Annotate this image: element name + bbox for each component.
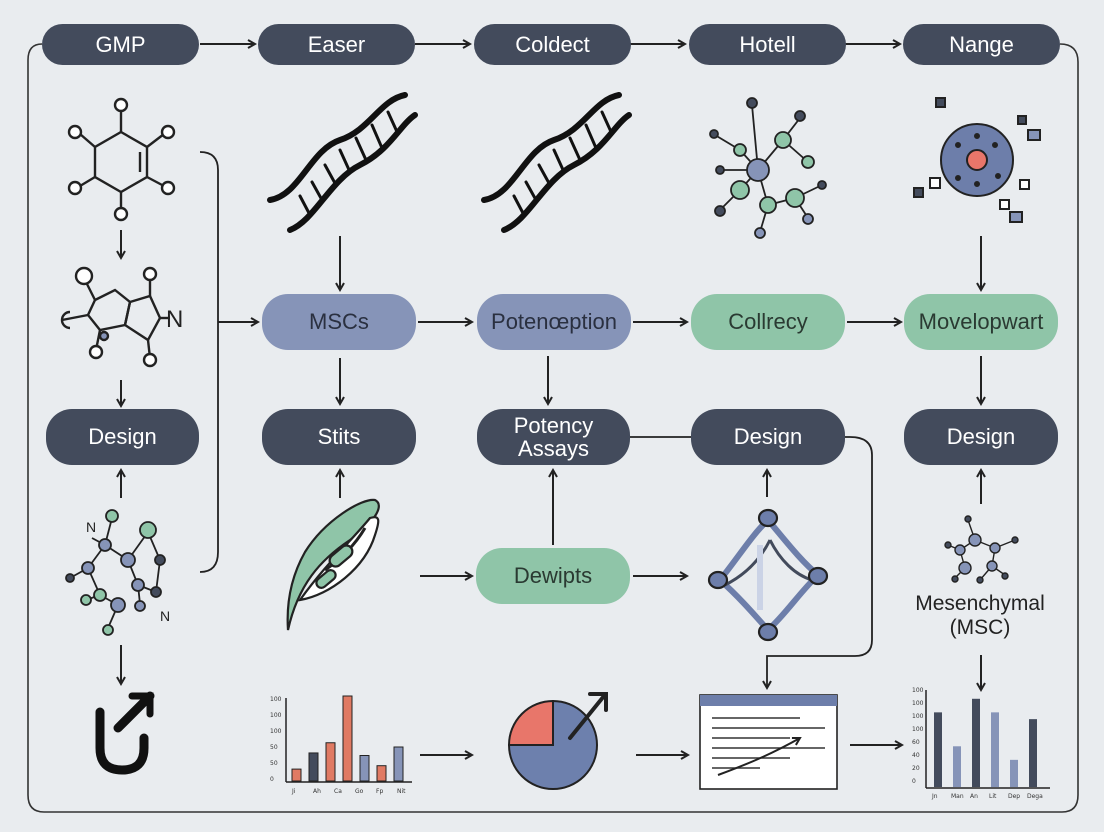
chart2-bar bbox=[953, 746, 961, 787]
dna-helix-icon-1 bbox=[267, 92, 418, 233]
export-icon bbox=[95, 691, 155, 775]
nitrogen-label-2: N bbox=[86, 519, 97, 535]
top-step-coldect[interactable]: Coldect bbox=[474, 24, 631, 65]
stits-node[interactable]: Stits bbox=[262, 409, 416, 465]
chart2-xtick: Dega bbox=[1027, 793, 1043, 800]
top-step-gmp[interactable]: GMP bbox=[42, 24, 199, 65]
movelopwart-node[interactable]: Movelopwart bbox=[904, 294, 1058, 350]
top-step-hotell[interactable]: Hotell bbox=[689, 24, 846, 65]
dewipts-node[interactable]: Dewipts bbox=[476, 548, 630, 604]
vertical-arrows bbox=[121, 230, 981, 690]
chart2-xtick: Man bbox=[951, 793, 964, 800]
chart2-ytick: 100 bbox=[912, 726, 924, 733]
chart1-xtick: Nit bbox=[397, 788, 406, 795]
potency-assays-node[interactable]: Potency Assays bbox=[477, 409, 630, 465]
design-node-right[interactable]: Design bbox=[904, 409, 1058, 465]
dna-helix-icon-2 bbox=[481, 92, 632, 233]
potenception-node[interactable]: Potenœption bbox=[477, 294, 631, 350]
chart2-bar bbox=[934, 712, 942, 787]
right-connector bbox=[630, 436, 873, 688]
cell-icon bbox=[913, 97, 1041, 223]
report-window-icon bbox=[699, 694, 838, 790]
chart1-bar bbox=[291, 768, 302, 782]
chart2-bar bbox=[1029, 719, 1037, 787]
chart2-ytick: 40 bbox=[912, 752, 920, 759]
chart2-ytick: 100 bbox=[912, 700, 924, 707]
chart1-bar bbox=[342, 695, 353, 782]
pie-slice bbox=[507, 699, 598, 790]
chart2-ytick: 100 bbox=[912, 687, 924, 694]
cell-network-icon bbox=[709, 97, 827, 239]
mscs-node[interactable]: MSCs bbox=[262, 294, 416, 350]
mesenchymal-label: Mesenchymal (MSC) bbox=[915, 592, 1045, 640]
chart1-xtick: Ah bbox=[313, 788, 321, 795]
chart1-bar bbox=[359, 755, 370, 782]
chart2-ytick: 100 bbox=[912, 713, 924, 720]
chart2-ytick: 0 bbox=[912, 778, 916, 785]
chart1-ytick: 100 bbox=[270, 712, 282, 719]
design-node-middle[interactable]: Design bbox=[691, 409, 845, 465]
chart2-xtick: Lit bbox=[989, 793, 997, 800]
chart1-xtick: Ca bbox=[334, 788, 342, 795]
mitochondria-icon bbox=[286, 498, 380, 631]
top-step-easer[interactable]: Easer bbox=[258, 24, 415, 65]
chart1-xtick: Ji bbox=[291, 788, 296, 795]
chart1-xtick: Fp bbox=[376, 788, 383, 795]
chart1-ytick: 100 bbox=[270, 728, 282, 735]
chart1-bar bbox=[325, 742, 336, 782]
chart2-bar bbox=[972, 698, 980, 787]
protein-structure-icon bbox=[707, 508, 829, 642]
top-step-nange[interactable]: Nange bbox=[903, 24, 1060, 65]
chart2-bar bbox=[991, 712, 999, 787]
chart2-xtick: Dep bbox=[1008, 793, 1020, 800]
middle-row-arrows bbox=[418, 322, 902, 755]
chart2-bar bbox=[1010, 759, 1018, 787]
fused-ring-molecule-icon bbox=[60, 266, 170, 368]
pie-slice bbox=[507, 699, 554, 746]
chart1-bar bbox=[376, 765, 387, 782]
chart1-ytick: 100 bbox=[270, 696, 282, 703]
hexagon-molecule-icon bbox=[67, 97, 176, 222]
chart1-ytick: 50 bbox=[270, 744, 278, 751]
chart2-xtick: An bbox=[970, 793, 978, 800]
chart1-bar bbox=[393, 746, 404, 782]
chart1-xtick: Go bbox=[355, 788, 364, 795]
chart2-xtick: Jn bbox=[931, 793, 938, 800]
nitrogen-label-3: N bbox=[160, 608, 171, 624]
network-molecule-icon bbox=[65, 509, 166, 636]
bar-chart-1: 100 100 100 50 50 0Ji Ah Ca Go Fp Nit bbox=[270, 695, 412, 795]
trend-arrow-icon bbox=[568, 692, 608, 740]
chart1-ytick: 0 bbox=[270, 776, 274, 783]
chart1-ytick: 50 bbox=[270, 760, 278, 767]
pie-chart bbox=[507, 692, 608, 790]
collrecy-node[interactable]: Collrecy bbox=[691, 294, 845, 350]
nitrogen-label-1: N bbox=[166, 306, 184, 333]
chart2-ytick: 60 bbox=[912, 739, 920, 746]
chart2-ytick: 20 bbox=[912, 765, 920, 772]
msc-network-icon bbox=[944, 515, 1019, 584]
design-node-left[interactable]: Design bbox=[46, 409, 199, 465]
left-bracket-connector bbox=[199, 151, 219, 573]
chart1-bar bbox=[308, 752, 319, 782]
outer-frame bbox=[27, 43, 1079, 813]
bar-chart-2: 100 100 100 100 60 40 20 0Jn Man An Lit Dep Dega bbox=[912, 687, 1050, 800]
